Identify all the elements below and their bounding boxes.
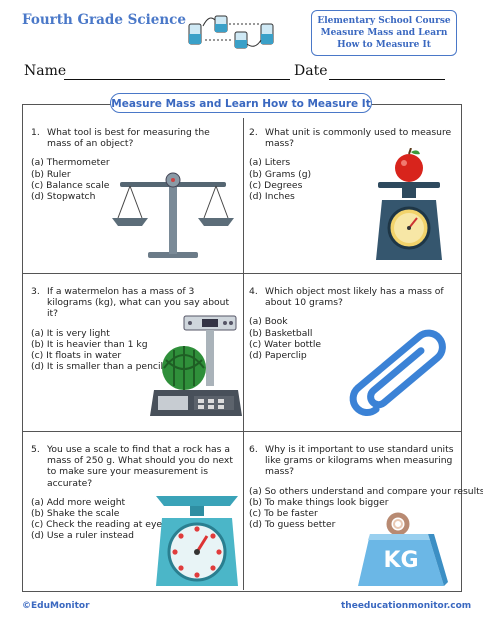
option-a: (a) Thermometer bbox=[31, 157, 110, 169]
option-b: (b) Ruler bbox=[31, 168, 71, 180]
kitchen-scale-icon bbox=[376, 148, 442, 260]
option-d: (d) It is smaller than a pencil bbox=[31, 361, 164, 373]
paperclip-icon bbox=[349, 329, 446, 416]
worksheet-title: Measure Mass and Learn How to Measure It bbox=[110, 93, 372, 113]
course-line-3: How to Measure It bbox=[337, 40, 431, 50]
name-field[interactable] bbox=[64, 79, 290, 80]
option-b: (b) Grams (g) bbox=[249, 168, 312, 180]
course-line-2: Measure Mass and Learn bbox=[320, 28, 448, 38]
option-a: (a) It is very light bbox=[31, 327, 110, 339]
question-text: You use a scale to find that a rock has … bbox=[47, 444, 233, 489]
option-a: (a) Book bbox=[249, 316, 288, 328]
course-line-1: Elementary School Course bbox=[317, 16, 451, 26]
row-divider-2 bbox=[22, 431, 462, 432]
question-text: If a watermelon has a mass of 3 kilogram… bbox=[47, 286, 230, 320]
option-c: (c) It floats in water bbox=[31, 350, 122, 362]
kg-label: KG bbox=[383, 548, 419, 573]
course-box: Elementary School Course Measure Mass an… bbox=[311, 10, 457, 56]
option-b: (b) Basketball bbox=[249, 327, 313, 339]
question-number: 3. bbox=[31, 286, 40, 297]
question-number: 6. bbox=[249, 444, 258, 455]
question-2: 2. What unit is commonly used to measure… bbox=[249, 127, 454, 202]
question-text: What tool is best for measuring the mass… bbox=[47, 127, 210, 150]
question-number: 1. bbox=[31, 127, 40, 138]
date-label: Date bbox=[294, 63, 328, 79]
option-a: (a) Add more weight bbox=[31, 496, 126, 508]
option-d: (d) Paperclip bbox=[249, 350, 307, 362]
kg-weight-icon bbox=[358, 512, 448, 586]
option-a: (a) So others understand and compare you… bbox=[249, 485, 483, 497]
beakers-icon bbox=[188, 15, 274, 49]
option-c: (c) Water bottle bbox=[249, 338, 322, 350]
kg-weight: KG bbox=[356, 512, 448, 590]
name-label: Name bbox=[24, 63, 67, 79]
question-6: 6. Why is it important to use standard u… bbox=[249, 444, 483, 531]
date-field[interactable] bbox=[329, 79, 445, 80]
question-text: Why is it important to use standard unit… bbox=[265, 444, 454, 478]
row-divider-1 bbox=[22, 273, 462, 274]
option-a: (a) Liters bbox=[249, 157, 291, 169]
question-3: 3. If a watermelon has a mass of 3 kilog… bbox=[31, 286, 236, 372]
question-number: 2. bbox=[249, 127, 258, 138]
option-d: (d) Stopwatch bbox=[31, 191, 96, 203]
footer-website: theeducationmonitor.com bbox=[341, 601, 472, 611]
subject-title: Fourth Grade Science bbox=[22, 12, 186, 28]
option-b: (b) It is heavier than 1 kg bbox=[31, 338, 148, 350]
option-c: (c) Check the reading at eye level bbox=[31, 519, 187, 531]
option-d: (d) Inches bbox=[249, 191, 295, 203]
question-1: 1. What tool is best for measuring the m… bbox=[31, 127, 236, 202]
digital-scale-icon bbox=[150, 315, 242, 416]
question-text: What unit is commonly used to measure ma… bbox=[265, 127, 452, 150]
option-b: (b) Shake the scale bbox=[31, 508, 120, 520]
footer-brand: ©EduMonitor bbox=[22, 601, 90, 611]
option-b: (b) To make things look bigger bbox=[249, 496, 389, 508]
column-divider bbox=[243, 118, 244, 590]
balance-scale-icon bbox=[112, 172, 234, 258]
question-4: 4. Which object most likely has a mass o… bbox=[249, 286, 454, 361]
question-text: Which object most likely has a mass of a… bbox=[265, 286, 444, 309]
option-d: (d) To guess better bbox=[249, 519, 336, 531]
option-d: (d) Use a ruler instead bbox=[31, 530, 134, 542]
dial-scale-icon bbox=[156, 496, 238, 586]
question-number: 4. bbox=[249, 286, 258, 297]
option-c: (c) To be faster bbox=[249, 508, 318, 520]
option-c: (c) Balance scale bbox=[31, 179, 110, 191]
question-5: 5. You use a scale to find that a rock h… bbox=[31, 444, 236, 542]
option-c: (c) Degrees bbox=[249, 179, 303, 191]
question-number: 5. bbox=[31, 444, 40, 455]
